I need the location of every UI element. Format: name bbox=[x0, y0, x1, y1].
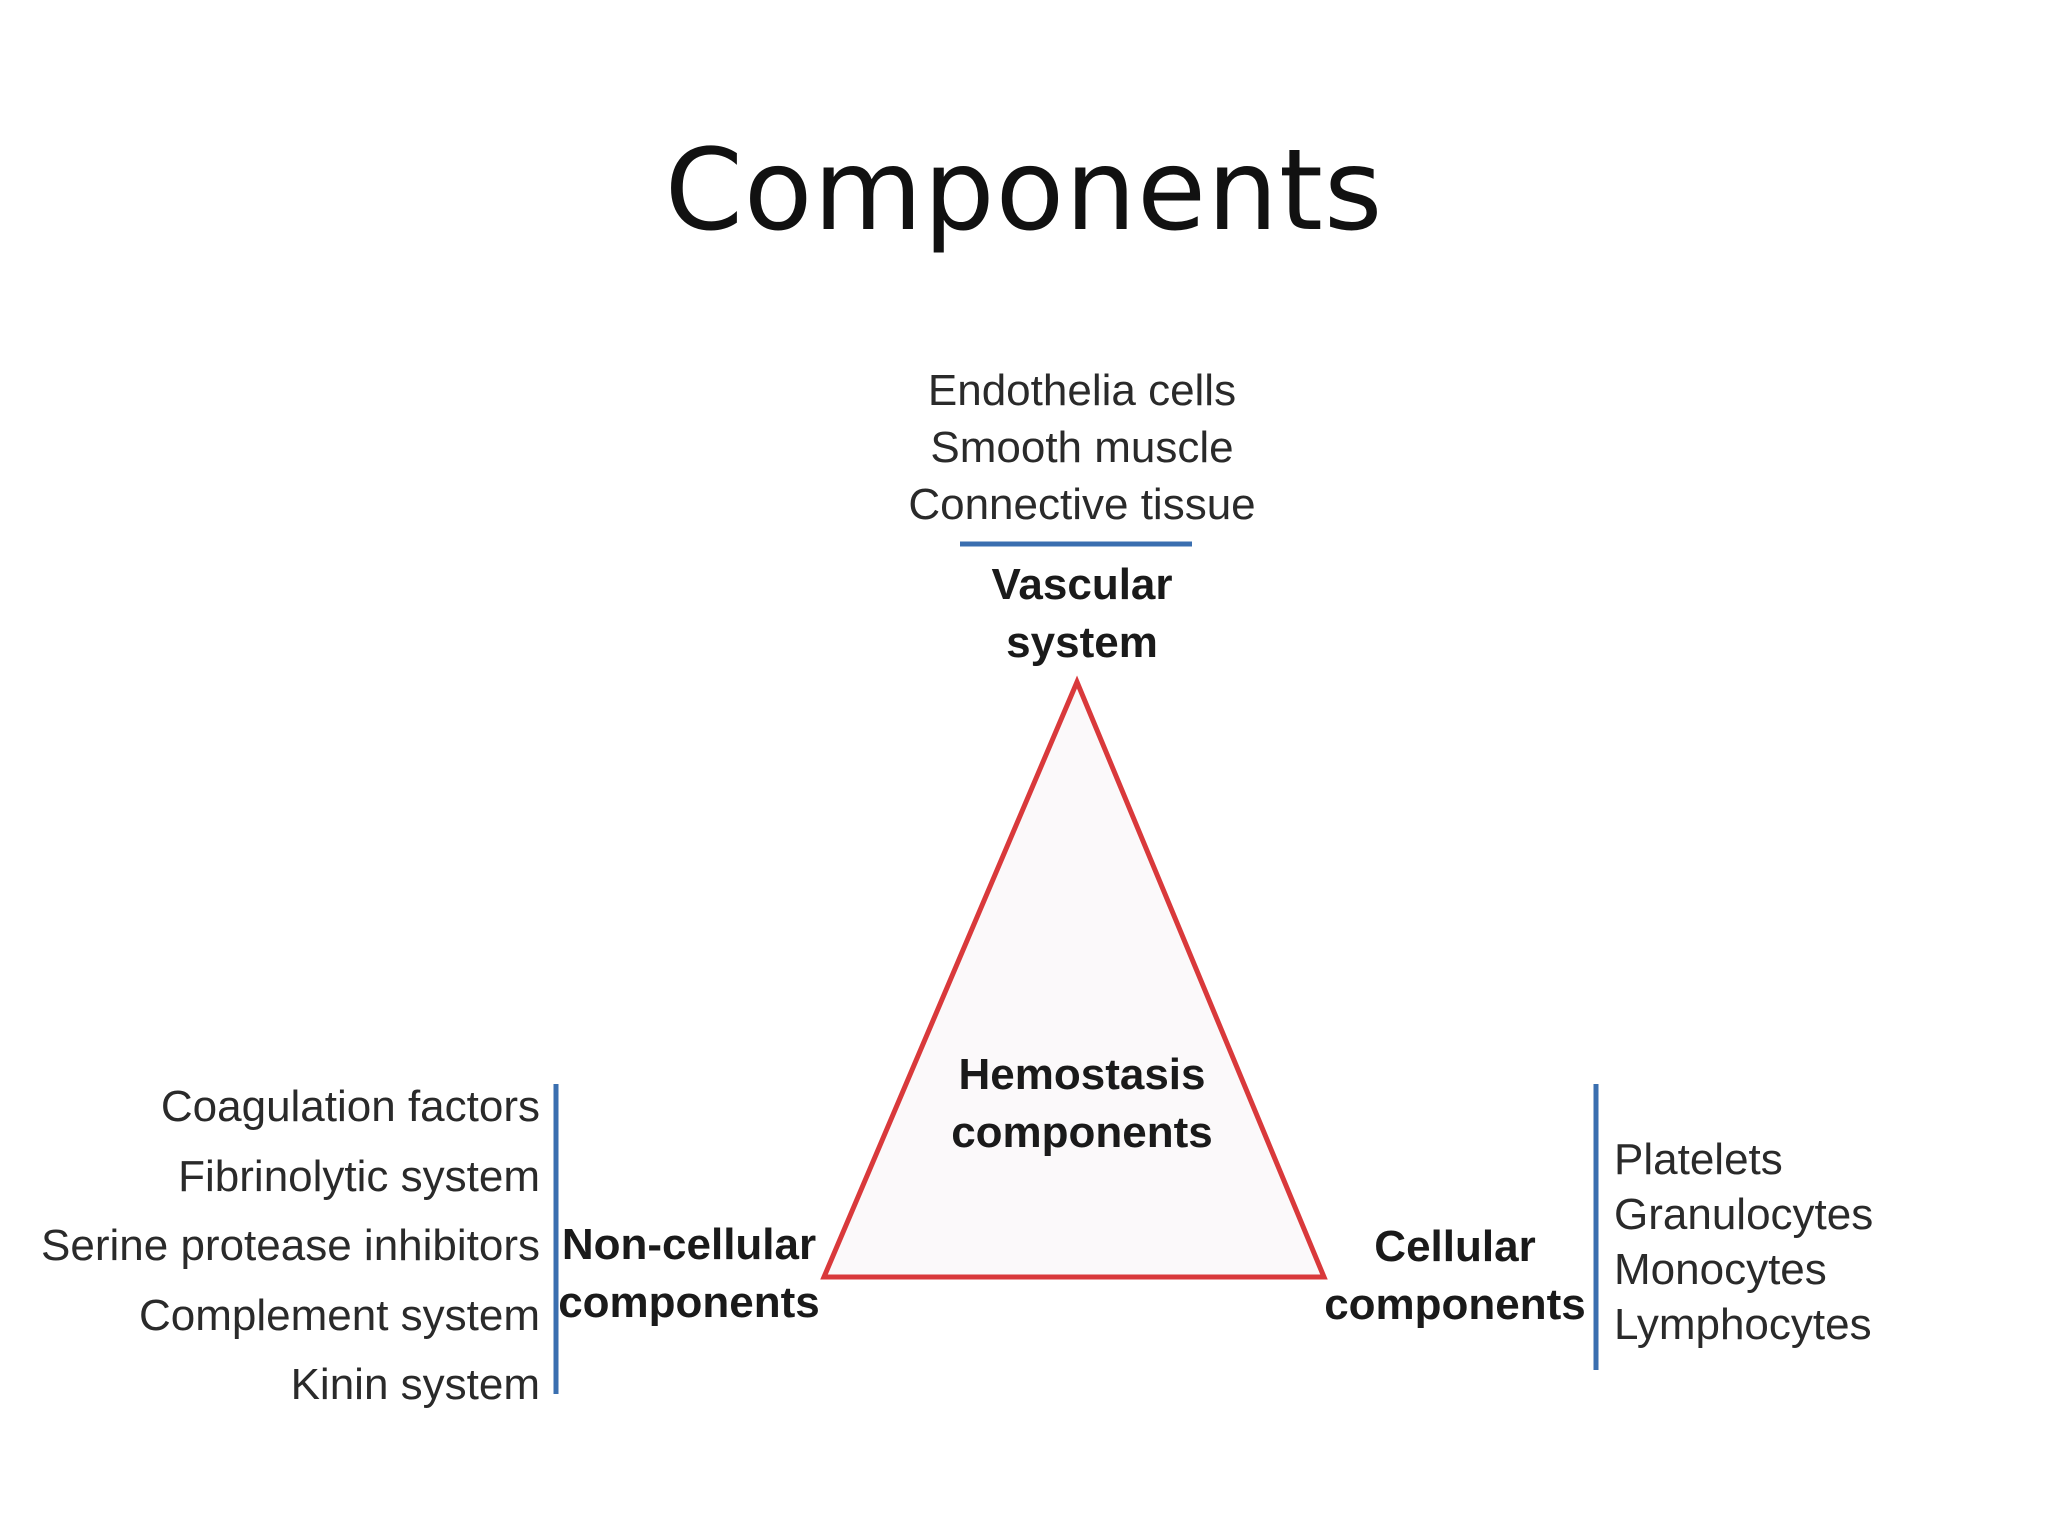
cellular-items-list: Platelets Granulocytes Monocytes Lymphoc… bbox=[1614, 1132, 2014, 1352]
cellular-item: Platelets bbox=[1614, 1135, 1783, 1184]
slide-title: Components bbox=[664, 126, 1384, 256]
vascular-label-line: Vascular bbox=[991, 560, 1173, 609]
non-cellular-label-line: components bbox=[558, 1278, 820, 1327]
hemostasis-center-label: Hemostasis components bbox=[922, 1046, 1242, 1162]
cellular-item: Monocytes bbox=[1614, 1245, 1827, 1294]
center-label-line: components bbox=[951, 1108, 1213, 1157]
cellular-item: Lymphocytes bbox=[1614, 1300, 1872, 1349]
non-cellular-item: Kinin system bbox=[290, 1360, 540, 1409]
vascular-label-line: system bbox=[1006, 618, 1158, 667]
non-cellular-items-list: Coagulation factors Fibrinolytic system … bbox=[40, 1072, 540, 1420]
non-cellular-item: Serine protease inhibitors bbox=[41, 1221, 540, 1270]
vascular-item: Connective tissue bbox=[908, 480, 1256, 529]
hemostasis-triangle bbox=[820, 675, 1328, 1280]
non-cellular-item: Fibrinolytic system bbox=[178, 1151, 540, 1201]
non-cellular-item: Coagulation factors bbox=[160, 1082, 540, 1131]
cellular-label-line: Cellular bbox=[1374, 1222, 1536, 1271]
cellular-item: Granulocytes bbox=[1614, 1190, 1874, 1239]
non-cellular-components-label: Non-cellular components bbox=[554, 1216, 824, 1332]
cellular-components-label: Cellular components bbox=[1310, 1218, 1600, 1334]
vascular-items-list: Endothelia cells Smooth muscle Connectiv… bbox=[872, 362, 1292, 533]
vascular-item: Endothelia cells bbox=[927, 366, 1237, 415]
vascular-system-label: Vascular system bbox=[922, 556, 1242, 672]
vascular-item: Smooth muscle bbox=[930, 423, 1234, 472]
non-cellular-item: Complement system bbox=[138, 1290, 540, 1340]
cellular-label-line: components bbox=[1324, 1280, 1586, 1329]
non-cellular-label-line: Non-cellular bbox=[561, 1220, 817, 1269]
center-label-line: Hemostasis bbox=[958, 1050, 1206, 1099]
